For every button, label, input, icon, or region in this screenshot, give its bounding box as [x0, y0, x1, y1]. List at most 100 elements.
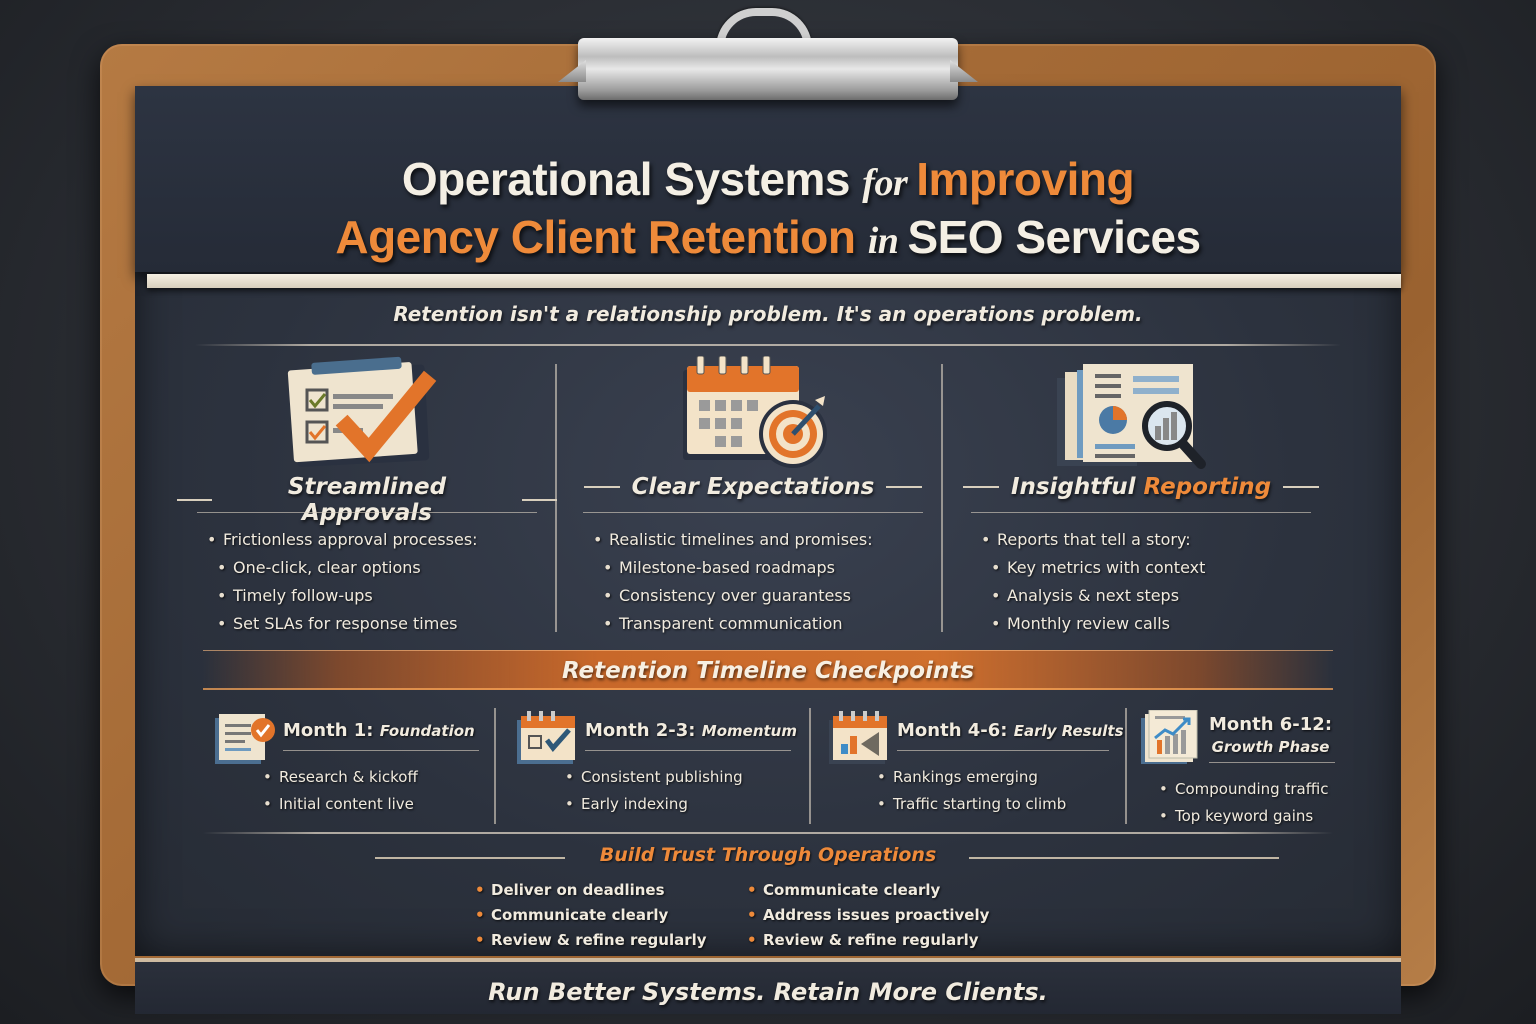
list-item: Realistic timelines and promises: [593, 526, 873, 554]
calendar-bar-chart-icon [827, 710, 891, 766]
list-item: Consistent publishing [565, 764, 743, 791]
column-divider [941, 364, 943, 632]
document-check-icon [213, 710, 277, 766]
pillar-title: Streamlined Approvals [177, 474, 557, 526]
pillar-title-text: Clear Expectations [631, 474, 875, 500]
list-item: Frictionless approval processes: [207, 526, 478, 554]
list-item: Address issues proactively [747, 903, 989, 928]
pillar-title: Clear Expectations [563, 474, 943, 500]
title-connector: for [862, 162, 917, 204]
checkpoint-label: Month 6-12: [1209, 714, 1333, 735]
checkpoint-phase: Foundation [379, 722, 475, 740]
title-dash [1283, 486, 1320, 488]
footer-slogan: Run Better Systems. Retain More Clients. [488, 978, 1048, 1006]
list-item: Top keyword gains [1159, 803, 1328, 830]
pillar-bullets: Frictionless approval processes: One-cli… [207, 526, 478, 638]
header-panel [135, 86, 1401, 272]
list-item: Review & refine regularly [747, 928, 989, 953]
list-item: Communicate clearly [475, 903, 707, 928]
list-item: Set SLAs for response times [217, 610, 478, 638]
list-item: Reports that tell a story: [981, 526, 1205, 554]
checkpoint-divider [494, 708, 496, 824]
list-item: Key metrics with context [991, 554, 1205, 582]
title-dash [522, 499, 557, 501]
list-item: Traffic starting to climb [877, 791, 1066, 818]
title-highlight: Agency Client Retention [335, 211, 868, 263]
clipboard-clip [558, 8, 978, 104]
list-item: Deliver on deadlines [475, 878, 707, 903]
trust-title: Build Trust Through Operations [599, 844, 937, 866]
list-item: Monthly review calls [991, 610, 1205, 638]
header-divider-strip [147, 274, 1401, 288]
page-title-line-2: Agency Client Retention in SEO Services [135, 210, 1401, 264]
pillar-bullets: Realistic timelines and promises: Milest… [593, 526, 873, 638]
title-connector: in [867, 220, 908, 262]
pillar-underline [197, 512, 537, 513]
trust-list-left: Deliver on deadlines Communicate clearly… [475, 878, 707, 953]
title-part: Operational Systems [401, 153, 863, 205]
title-highlight: Improving [916, 153, 1135, 205]
timeline-banner [203, 650, 1333, 690]
calendar-target-icon [675, 355, 835, 471]
checkpoint-phase: Growth Phase [1211, 738, 1330, 756]
pillar-title-accent: Reporting [1143, 474, 1272, 500]
checkpoint-underline [1209, 762, 1335, 763]
title-dash [177, 499, 212, 501]
checkpoint-label: Month 1: [283, 720, 374, 741]
checkpoint-divider [809, 708, 811, 824]
list-item: Initial content live [263, 791, 418, 818]
timeline-title: Retention Timeline Checkpoints [561, 658, 975, 684]
checkpoint-underline [585, 750, 791, 751]
list-item: Consistency over guarantess [603, 582, 873, 610]
tagline: Retention isn't a relationship problem. … [393, 302, 1143, 326]
checkpoint-bullets: Consistent publishing Early indexing [565, 764, 743, 818]
clip-body [578, 38, 958, 100]
checkpoint-title: Month 2-3: Momentum [585, 720, 797, 741]
checkpoint-bullets: Research & kickoff Initial content live [263, 764, 418, 818]
checklist-clipboard-icon [285, 356, 445, 471]
title-dash [962, 486, 999, 488]
checkpoint-underline [897, 750, 1109, 751]
list-item: Analysis & next steps [991, 582, 1205, 610]
checkpoint-bullets: Rankings emerging Traffic starting to cl… [877, 764, 1066, 818]
timeline-bottom-divider [203, 832, 1333, 834]
title-part: SEO Services [907, 211, 1201, 263]
list-item: Early indexing [565, 791, 743, 818]
list-item: Review & refine regularly [475, 928, 707, 953]
growth-chart-document-icon [1139, 709, 1203, 766]
checkpoint-phase: Early Results [1013, 722, 1124, 740]
list-item: Transparent communication [603, 610, 873, 638]
trust-title-line-right [969, 857, 1279, 859]
list-item: Communicate clearly [747, 878, 989, 903]
page-title-line-1: Operational Systems for Improving [135, 152, 1401, 206]
checkpoint-title: Month 4-6: Early Results [897, 720, 1124, 741]
footer-panel [135, 962, 1401, 1014]
checkpoint-label: Month 2-3: [585, 720, 696, 741]
list-item: Rankings emerging [877, 764, 1066, 791]
pillar-bullets: Reports that tell a story: Key metrics w… [981, 526, 1205, 638]
column-divider [555, 364, 557, 632]
checkpoint-phase: Momentum [701, 722, 797, 740]
checkpoint-title: Month 6-12: Growth Phase [1209, 714, 1332, 758]
calendar-check-icon [515, 710, 579, 766]
pillar-underline [583, 512, 923, 513]
trust-list-right: Communicate clearly Address issues proac… [747, 878, 989, 953]
pillar-title-text: Insightful [1010, 474, 1144, 500]
title-dash [886, 486, 923, 488]
pillar-title-text: Streamlined Approvals [287, 474, 447, 526]
footer-divider-strip [135, 958, 1401, 962]
checkpoint-underline [283, 750, 479, 751]
chalkboard: Operational Systems for Improving Agency… [135, 86, 1401, 1014]
checkpoint-bullets: Compounding traffic Top keyword gains [1159, 776, 1328, 830]
clipboard-frame: Operational Systems for Improving Agency… [100, 44, 1436, 1014]
list-item: Milestone-based roadmaps [603, 554, 873, 582]
list-item: Timely follow-ups [217, 582, 478, 610]
checkpoint-divider [1125, 708, 1127, 824]
report-magnifier-icon [1055, 356, 1215, 471]
pillar-underline [971, 512, 1311, 513]
checkpoint-title: Month 1: Foundation [283, 720, 475, 741]
title-dash [583, 486, 620, 488]
pillar-title: Insightful Reporting [951, 474, 1331, 500]
tagline-divider [195, 344, 1341, 346]
list-item: One-click, clear options [217, 554, 478, 582]
